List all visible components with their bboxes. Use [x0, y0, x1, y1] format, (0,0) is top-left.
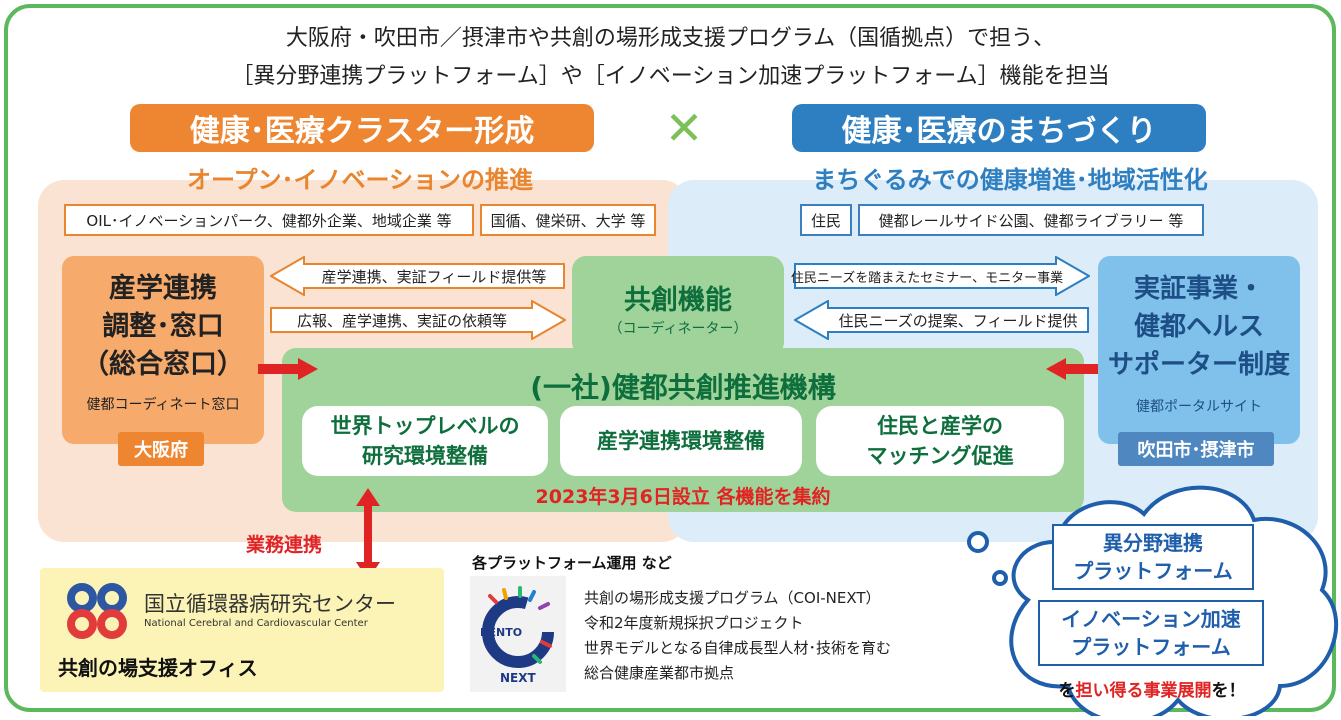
pill-research-line-1: 世界トップレベルの — [330, 414, 520, 438]
left-tag-institutes: 国循、健栄研、大学 等 — [480, 204, 656, 236]
right-program-box: 実証事業・ 健都ヘルス サポーター制度 健都ポータルサイト — [1098, 256, 1300, 444]
left-badge-osaka: 大阪府 — [118, 432, 204, 466]
cloud-box1-line-2: プラットフォーム — [1073, 559, 1233, 583]
ncvc-name-jp: 国立循環器病研究センター — [144, 592, 396, 616]
left-banner: 健康･医療クラスター形成 — [130, 104, 594, 152]
left-box-line-3: （総合窓口） — [82, 349, 244, 380]
right-subtitle: まちぐるみでの健康増進･地域活性化 — [812, 166, 1208, 194]
right-tag-residents: 住民 — [800, 204, 852, 236]
times-icon: ✕ — [664, 101, 704, 155]
pill-matching-line-2: マッチング促進 — [866, 444, 1014, 468]
platform-line-2: 令和2年度新規採択プロジェクト — [584, 614, 804, 632]
ncvc-box: 国立循環器病研究センター National Cerebral and Cardi… — [40, 568, 444, 692]
right-arrow-top: 住民ニーズを踏まえたセミナー、モニター事業 — [790, 256, 1090, 296]
cloud-box-interdisciplinary: 異分野連携 プラットフォーム — [1052, 524, 1254, 590]
org-title: (一社)健都共創推進機構 — [530, 371, 836, 404]
org-box: (一社)健都共創推進機構 世界トップレベルの 研究環境整備 産学連携環境整備 住… — [282, 348, 1084, 512]
right-box-line-3: サポーター制度 — [1107, 350, 1290, 380]
ncvc-name-en: National Cerebral and Cardiovascular Cen… — [144, 618, 368, 629]
right-badge-suita-settsu: 吹田市･摂津市 — [1118, 432, 1274, 466]
ncvc-logo — [64, 582, 168, 640]
left-arrow-top-label: 産学連携、実証フィールド提供等 — [321, 267, 547, 286]
platform-line-1: 共創の場形成支援プログラム（COI-NEXT） — [584, 589, 881, 607]
left-subtitle: オープン･イノベーションの推進 — [186, 166, 534, 194]
logo-text-next: NEXT — [500, 671, 536, 685]
outer-frame — [4, 4, 1336, 712]
cloud-box1-line-1: 異分野連携 — [1103, 531, 1203, 555]
left-coordination-box: 産学連携 調整･窓口 （総合窓口） 健都コーディネート窓口 — [62, 256, 264, 444]
header-line-2: ［異分野連携プラットフォーム］や［イノベーション加速プラットフォーム］機能を担当 — [231, 64, 1110, 89]
platform-line-3: 世界モデルとなる自律成長型人材･技術を育む — [584, 639, 892, 657]
coi-next-logo: KENTO NEXT — [470, 576, 566, 692]
red-arrow-left — [258, 358, 318, 380]
platform-description: 共創の場形成支援プログラム（COI-NEXT） 令和2年度新規採択プロジェクト … — [584, 586, 1004, 686]
header-line-1: 大阪府・吹田市／摂津市や共創の場形成支援プログラム（国循拠点）で担う、 — [285, 26, 1056, 51]
pill-matching-line-1: 住民と産学の — [877, 414, 1003, 438]
double-arrow-vertical — [356, 488, 380, 580]
cloud-footer-red: 担い得る事業展開 — [1075, 681, 1212, 701]
pill-industry-academia: 産学連携環境整備 — [560, 406, 802, 476]
pill-industry-line-1: 産学連携環境整備 — [597, 429, 765, 453]
right-arrow-bottom: 住民ニーズの提案、フィールド提供 — [794, 300, 1090, 340]
co-creation-subtitle: （コーディネーター） — [608, 321, 748, 337]
left-box-line-1: 産学連携 — [109, 273, 217, 304]
logo-text-kento: KENTO — [480, 626, 522, 639]
left-arrow-bottom: 広報、産学連携、実証の依頼等 — [270, 300, 566, 340]
co-creation-box: 共創機能 （コーディネーター） — [572, 256, 784, 356]
cloud-footer: を担い得る事業展開を！ — [1036, 676, 1268, 701]
pill-research-environment: 世界トップレベルの 研究環境整備 — [302, 406, 548, 476]
cloud-box-innovation: イノベーション加速 プラットフォーム — [1038, 600, 1264, 666]
ncvc-office: 共創の場支援オフィス — [58, 656, 258, 680]
left-box-line-2: 調整･窓口 — [102, 311, 224, 342]
left-arrow-top: 産学連携、実証フィールド提供等 — [270, 256, 566, 296]
right-banner: 健康･医療のまちづくり — [792, 104, 1206, 152]
red-arrow-right — [1046, 358, 1098, 380]
right-arrow-bottom-label: 住民ニーズの提案、フィールド提供 — [838, 311, 1078, 330]
right-box-line-1: 実証事業・ — [1133, 274, 1264, 304]
left-arrow-bottom-label: 広報、産学連携、実証の依頼等 — [296, 311, 507, 330]
left-tag-companies: OIL･イノベーションパーク、健都外企業、地域企業 等 — [64, 204, 474, 236]
right-box-line-2: 健都ヘルス — [1133, 312, 1264, 342]
right-box-subtext: 健都ポータルサイト — [1136, 399, 1262, 415]
platform-title: 各プラットフォーム運用 など — [472, 554, 672, 572]
platform-line-4: 総合健康産業都市拠点 — [584, 664, 735, 682]
pill-matching: 住民と産学の マッチング促進 — [816, 406, 1064, 476]
cloud-footer-post: を！ — [1211, 681, 1246, 701]
org-footer: 2023年3月6日設立 各機能を集約 — [535, 486, 831, 508]
cloud-footer-pre: を — [1058, 681, 1076, 701]
right-arrow-top-label: 住民ニーズを踏まえたセミナー、モニター事業 — [790, 270, 1064, 286]
left-box-subtext: 健都コーディネート窓口 — [86, 397, 240, 413]
pill-research-line-2: 研究環境整備 — [362, 444, 488, 468]
right-tag-facilities: 健都レールサイド公園、健都ライブラリー 等 — [858, 204, 1204, 236]
co-creation-title: 共創機能 — [624, 285, 732, 316]
link-label: 業務連携 — [246, 534, 323, 556]
cloud-box2-line-2: プラットフォーム — [1071, 635, 1231, 659]
cloud-box2-line-1: イノベーション加速 — [1061, 607, 1241, 631]
